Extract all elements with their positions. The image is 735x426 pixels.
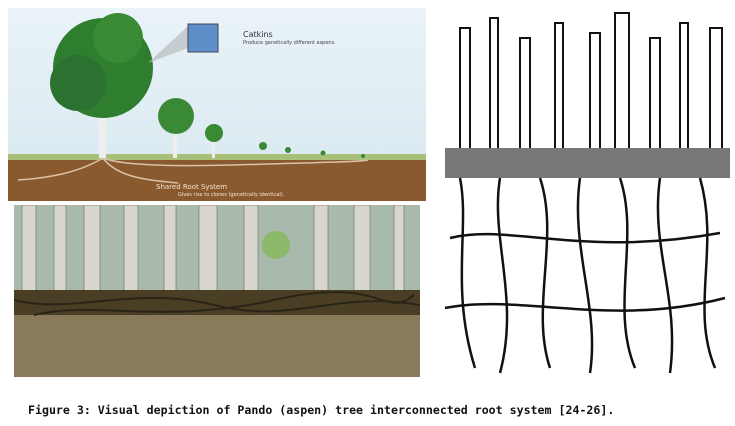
figure-caption: Figure 3: Visual depiction of Pando (asp… [28,403,615,417]
root-network-drawing [430,8,733,378]
callout-title: Catkins [243,30,273,39]
aspen-clone-diagram: Catkins Produce genetically different as… [8,8,426,201]
aspen-clone-illustration [8,13,426,201]
forest-root-painting [13,204,421,377]
callout-subtitle: Produce genetically different aspens. [243,40,336,46]
forest-painting-illustration [13,204,421,377]
root-system-title: Shared Root System [156,183,228,191]
root-system-subtitle: Gives rise to clones (genetically identi… [178,192,285,198]
catkins-image [187,23,219,53]
root-network-illustration [444,12,730,374]
